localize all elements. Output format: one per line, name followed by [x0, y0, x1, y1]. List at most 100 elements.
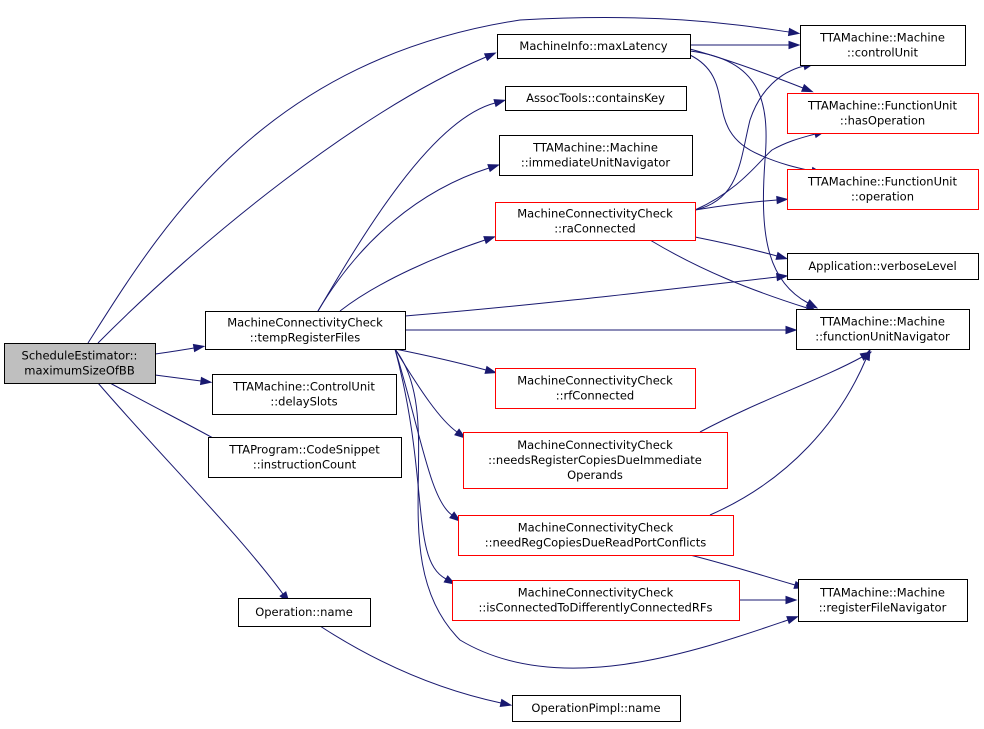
edge-se-to-ds-line — [154, 374, 202, 382]
node-rfn[interactable]: TTAMachine::Machine::registerFileNavigat… — [798, 579, 968, 622]
node-iun-label-line-1: ::immediateUnitNavigator — [521, 156, 671, 170]
node-rfc[interactable]: MachineConnectivityCheck::rfConnected — [495, 368, 696, 409]
node-nrp[interactable]: MachineConnectivityCheck::needRegCopiesD… — [458, 515, 734, 556]
node-at-box — [505, 86, 687, 111]
edge-ra-to-fun-line — [649, 239, 808, 309]
node-cu-box — [800, 25, 966, 66]
edge-mi-to-hop-line — [689, 48, 804, 89]
node-ic-label-line-0: TTAProgram::CodeSnippet — [228, 443, 380, 457]
node-on-label-line-0: Operation::name — [255, 605, 353, 619]
node-hop[interactable]: TTAMachine::FunctionUnit::hasOperation — [787, 93, 979, 134]
node-icd-label-line-1: ::isConnectedToDifferentlyConnectedRFs — [479, 601, 713, 615]
node-nrc-label-line-1: ::needsRegisterCopiesDueImmediate — [488, 453, 702, 467]
node-ds-label-line-1: ::delaySlots — [270, 395, 337, 409]
edge-trf-to-rfc — [394, 348, 498, 374]
edge-nrp-to-fun-line — [709, 358, 867, 516]
node-rfn-box — [798, 579, 968, 622]
edge-on-to-opn-arrowhead — [499, 698, 513, 708]
edge-se-to-mi-arrowhead — [483, 52, 497, 62]
node-vl[interactable]: Application::verboseLevel — [787, 253, 979, 280]
node-se-box — [4, 343, 156, 384]
edge-icd-to-rfn-arrowhead — [785, 595, 798, 605]
node-se[interactable]: ScheduleEstimator::maximumSizeOfBB — [4, 343, 156, 384]
edge-se-to-ds-arrowhead — [199, 376, 213, 386]
edge-trf-to-at — [317, 99, 507, 312]
node-iun-label-line-0: TTAMachine::Machine — [532, 141, 658, 155]
node-icd-label-line-0: MachineConnectivityCheck — [518, 586, 674, 600]
node-fun[interactable]: TTAMachine::Machine::functionUnitNavigat… — [796, 309, 970, 350]
node-at-label-line-0: AssocTools::containsKey — [526, 91, 665, 105]
edge-nrp-to-fun-arrowhead — [861, 348, 871, 362]
node-nrc-label-line-0: MachineConnectivityCheck — [517, 438, 673, 452]
node-ra-box — [495, 202, 696, 241]
edge-trf-to-icd-line — [394, 348, 447, 580]
edge-trf-to-rfc-arrowhead — [484, 365, 498, 374]
node-trf[interactable]: MachineConnectivityCheck::tempRegisterFi… — [205, 311, 406, 350]
node-fop[interactable]: TTAMachine::FunctionUnit::operation — [787, 169, 979, 210]
edge-ra-to-fop-line — [694, 199, 778, 211]
edge-trf-to-rfn-arrowhead — [786, 616, 799, 625]
node-vl-box — [787, 253, 979, 280]
edge-trf-to-icd — [394, 348, 457, 585]
edge-se-to-trf-arrowhead — [192, 343, 206, 353]
edge-se-to-on-line — [97, 382, 284, 595]
edge-trf-to-ra — [339, 236, 496, 312]
edge-se-to-mi-line — [97, 56, 487, 344]
node-nrc[interactable]: MachineConnectivityCheck::needsRegisterC… — [463, 432, 728, 489]
node-on[interactable]: Operation::name — [238, 598, 371, 627]
edge-icd-to-rfn — [739, 595, 798, 605]
edge-trf-to-nrp-arrowhead — [449, 511, 462, 522]
node-icd[interactable]: MachineConnectivityCheck::isConnectedToD… — [452, 580, 740, 621]
node-hop-label-line-1: ::hasOperation — [840, 114, 925, 128]
nodes-layer: ScheduleEstimator::maximumSizeOfBBMachin… — [4, 25, 979, 722]
node-ic-label-line-1: ::instructionCount — [253, 458, 357, 472]
edge-mi-to-cu — [690, 40, 801, 50]
edge-trf-to-iun — [317, 164, 500, 312]
edge-se-to-trf-line — [154, 347, 195, 355]
node-cu-label-line-0: TTAMachine::Machine — [819, 31, 945, 45]
edge-mi-to-hop — [689, 48, 814, 93]
edge-ra-to-cu-line — [694, 65, 805, 211]
edge-trf-to-rfn — [394, 348, 799, 669]
node-ra-label-line-1: ::raConnected — [554, 222, 635, 236]
node-fun-label-line-1: ::functionUnitNavigator — [815, 330, 950, 344]
node-fop-box — [787, 169, 979, 210]
node-iun[interactable]: TTAMachine::Machine::immediateUnitNaviga… — [499, 135, 693, 176]
node-cu[interactable]: TTAMachine::Machine::controlUnit — [800, 25, 966, 66]
node-ic-box — [208, 437, 402, 478]
node-fun-label-line-0: TTAMachine::Machine — [819, 315, 945, 329]
edge-trf-to-at-arrowhead — [493, 99, 507, 108]
edge-ra-to-vl-arrowhead — [775, 251, 789, 260]
edge-nrp-to-fun — [709, 348, 871, 516]
node-ic[interactable]: TTAProgram::CodeSnippet::instructionCoun… — [208, 437, 402, 478]
node-trf-label-line-1: ::tempRegisterFiles — [250, 331, 360, 345]
edge-se-to-ic-line — [109, 382, 223, 444]
edge-trf-to-vl — [404, 272, 789, 317]
node-on-box — [238, 598, 371, 627]
node-fun-box — [796, 309, 970, 350]
node-opn-label-line-0: OperationPimpl::name — [531, 701, 660, 715]
edge-ra-to-fop — [694, 195, 789, 211]
node-rfc-label-line-1: ::rfConnected — [556, 389, 634, 403]
node-mi[interactable]: MachineInfo::maxLatency — [497, 34, 691, 59]
node-ra-label-line-0: MachineConnectivityCheck — [517, 207, 673, 221]
edge-se-to-mi — [97, 52, 497, 344]
node-at[interactable]: AssocTools::containsKey — [505, 86, 687, 111]
edge-mi-to-hop-arrowhead — [800, 83, 814, 93]
edge-trf-to-vl-line — [404, 276, 778, 317]
node-hop-box — [787, 93, 979, 134]
node-fop-label-line-0: TTAMachine::FunctionUnit — [807, 175, 958, 189]
edge-ra-to-fop-arrowhead — [776, 195, 789, 205]
edge-on-to-opn-line — [319, 625, 502, 704]
edge-trf-to-vl-arrowhead — [776, 272, 789, 282]
node-rfn-label-line-0: TTAMachine::Machine — [819, 586, 945, 600]
node-ds[interactable]: TTAMachine::ControlUnit::delaySlots — [212, 374, 397, 415]
edge-trf-to-rfc-line — [394, 348, 487, 371]
edge-se-to-ds — [154, 374, 213, 386]
edge-se-to-cu-arrowhead — [787, 27, 801, 37]
edge-se-to-cu-line — [87, 16, 790, 344]
edge-trf-to-ra-line — [339, 239, 486, 312]
node-hop-label-line-0: TTAMachine::FunctionUnit — [807, 99, 958, 113]
node-ra[interactable]: MachineConnectivityCheck::raConnected — [495, 202, 696, 241]
node-opn[interactable]: OperationPimpl::name — [512, 695, 681, 722]
